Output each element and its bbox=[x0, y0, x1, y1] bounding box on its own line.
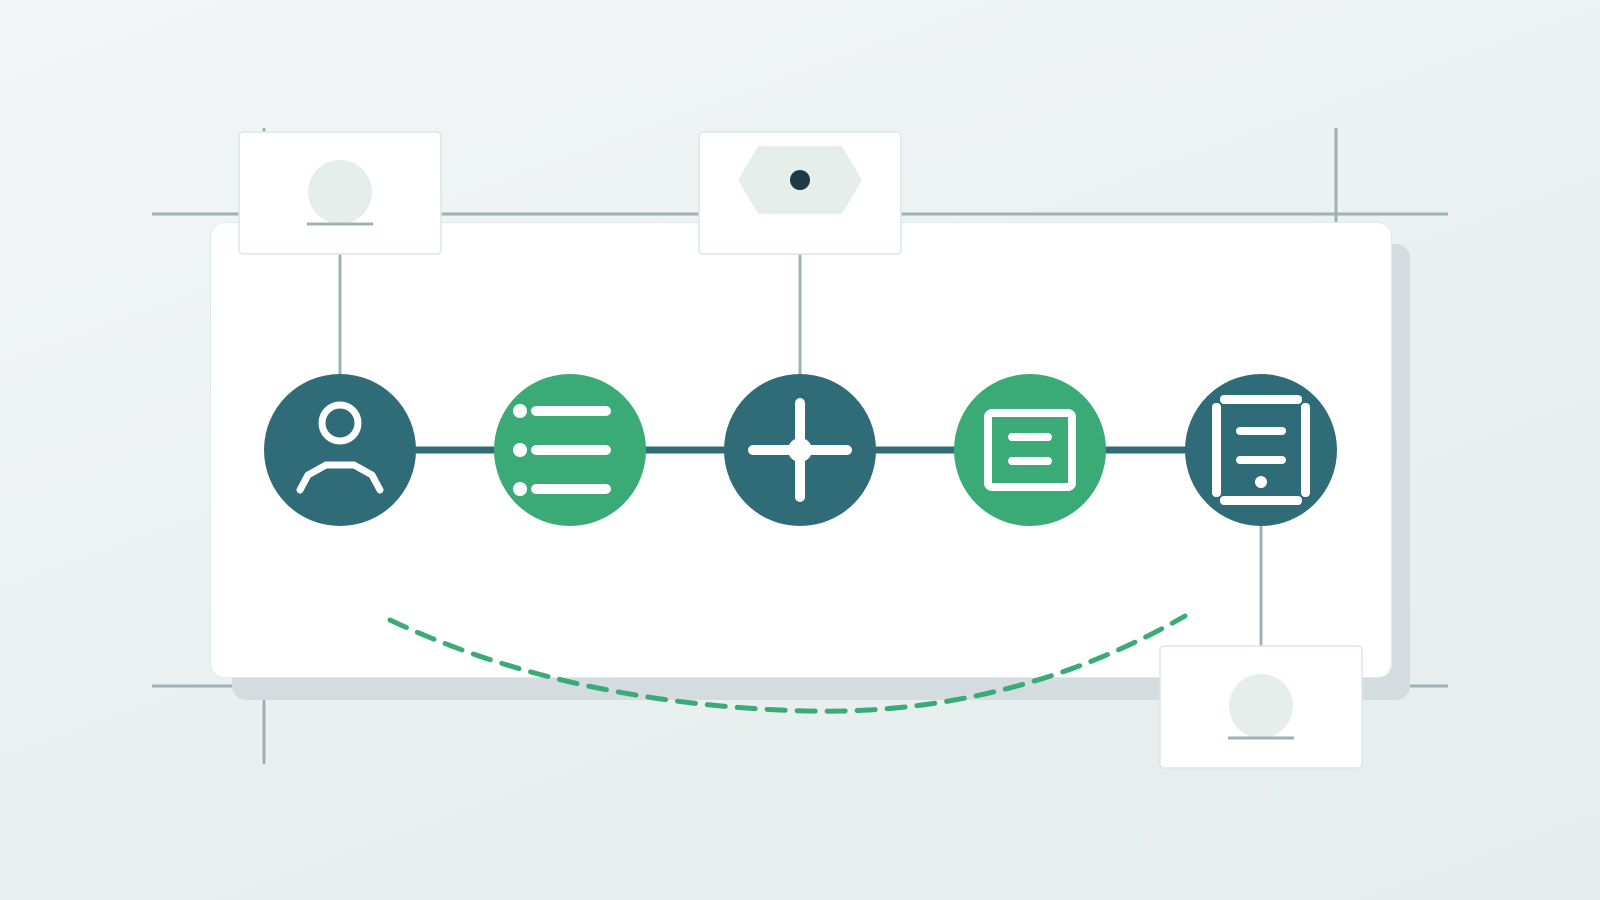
crosshair-icon bbox=[748, 398, 852, 502]
user-node-circle bbox=[264, 374, 416, 526]
dashed-return-arc bbox=[387, 613, 1188, 714]
hexagon-callout-card[interactable] bbox=[698, 131, 902, 255]
panel-node[interactable] bbox=[954, 374, 1106, 526]
list-node[interactable] bbox=[494, 374, 646, 526]
device-node-circle bbox=[1185, 374, 1337, 526]
hub-node[interactable] bbox=[724, 374, 876, 526]
avatar-callout-card[interactable] bbox=[238, 131, 442, 255]
avatar-placeholder bbox=[1229, 674, 1293, 738]
user-node[interactable] bbox=[264, 374, 416, 526]
dot-icon bbox=[790, 170, 810, 190]
document-panel-icon bbox=[984, 409, 1076, 491]
callout-connectors bbox=[338, 252, 1263, 648]
user-icon bbox=[296, 401, 384, 494]
panel-node-circle bbox=[954, 374, 1106, 526]
tablet-icon bbox=[1212, 395, 1310, 505]
avatar-callout-card-bottom[interactable] bbox=[1159, 645, 1363, 769]
avatar-placeholder bbox=[308, 160, 372, 224]
device-node[interactable] bbox=[1185, 374, 1337, 526]
list-icon bbox=[513, 404, 611, 496]
flow-nodes bbox=[264, 374, 1337, 526]
